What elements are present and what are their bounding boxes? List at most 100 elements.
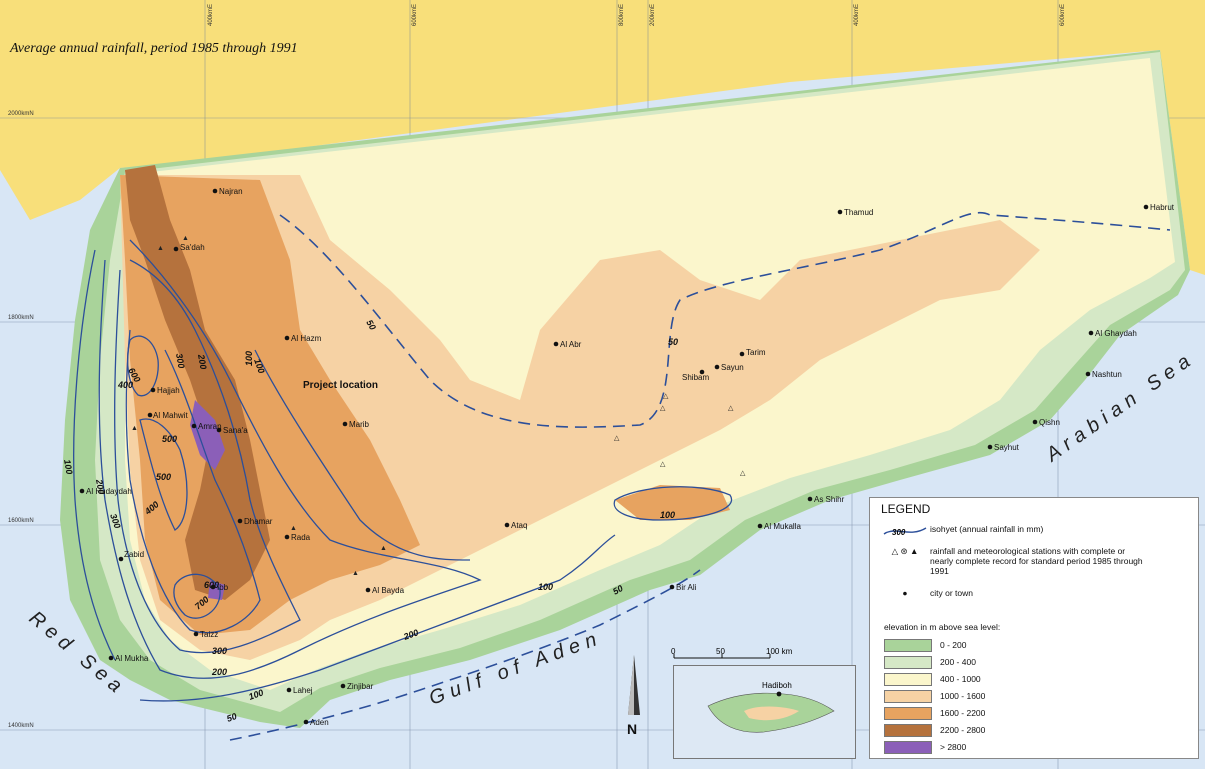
iso-label: 300	[108, 512, 123, 530]
city-label: Al Bayda	[372, 586, 405, 595]
city-label: Sayun	[721, 363, 744, 372]
iso-label: 50	[225, 711, 238, 724]
grid-label-left-3: 1400kmN	[8, 723, 34, 729]
city-label: Tarim	[746, 348, 766, 357]
city-dot	[216, 427, 222, 433]
isohyet-100-south	[139, 534, 616, 702]
city-dot	[284, 335, 290, 341]
city-dot	[191, 423, 197, 429]
iso-label: 50	[611, 583, 625, 597]
city-label: Al Abr	[560, 340, 582, 349]
grid-label-left-2: 1600kmN	[8, 518, 34, 524]
city-label: Taizz	[200, 630, 218, 639]
svg-text:▲: ▲	[352, 570, 359, 577]
project-location-label: Project location	[303, 380, 378, 391]
city-label: Marib	[349, 420, 370, 429]
svg-text:△: △	[660, 461, 666, 468]
city-dot	[757, 523, 763, 529]
city-dot	[210, 584, 216, 590]
legend-swatch-label: 400 - 1000	[940, 674, 981, 684]
city-label: Al Mukalla	[764, 522, 801, 531]
iso-label: 100	[538, 582, 553, 592]
city-label: Rada	[291, 533, 311, 542]
city-label: Habrut	[1150, 203, 1175, 212]
iso-label: 100	[252, 357, 267, 375]
city-dot	[118, 556, 124, 562]
socotra-inset: Hadiboh	[673, 665, 856, 759]
city-dot	[193, 631, 199, 637]
city-dot	[173, 246, 179, 252]
svg-text:▲: ▲	[157, 245, 164, 252]
isohyet-400	[125, 329, 261, 634]
city-label: Al Ghaydah	[1095, 329, 1137, 338]
legend-swatch-label: > 2800	[940, 742, 967, 752]
isohyet-700	[173, 573, 221, 619]
city-dot	[342, 421, 348, 427]
city-dot	[212, 188, 218, 194]
legend-swatch-label: 1600 - 2200	[940, 708, 986, 718]
city-dot	[284, 534, 290, 540]
city-label: Lahej	[293, 686, 313, 695]
city-label: Zabid	[124, 550, 144, 559]
city-dot	[365, 587, 371, 593]
scale-tick-50: 50	[716, 647, 725, 656]
legend-swatch	[884, 741, 932, 754]
city-label: Ibb	[217, 583, 229, 592]
legend-swatch	[884, 707, 932, 720]
city-dot	[1032, 419, 1038, 425]
isohyet-300	[114, 259, 301, 654]
isohyet-50-south	[229, 569, 701, 741]
grid-label-top-1: 600kmE	[412, 4, 418, 26]
legend-swatch	[884, 673, 932, 686]
scale-bar-graphic: 0 50 100 km	[671, 647, 793, 659]
isohyet-100-east	[613, 486, 733, 521]
iso-label: 500	[162, 434, 177, 444]
city-label: Nashtun	[1092, 370, 1122, 379]
legend-swatch-label: 2200 - 2800	[940, 725, 986, 735]
city-dot	[669, 584, 675, 590]
isohyet-50-north	[279, 211, 1171, 428]
elevation-above-2800	[190, 400, 225, 470]
grid-label-left-0: 2000kmN	[8, 111, 34, 117]
grid-label-top-5: 600kmE	[1060, 4, 1066, 26]
elevation-1600-2200-east	[615, 485, 730, 520]
city-label: Hajjah	[157, 386, 180, 395]
legend-swatch-label: 200 - 400	[940, 657, 976, 667]
city-label: As Shihr	[814, 495, 845, 504]
scale-tick-100: 100 km	[766, 647, 793, 656]
city-dot	[237, 518, 243, 524]
legend-elevation-title: elevation in m above sea level:	[884, 622, 1001, 632]
isohyet-600	[127, 335, 159, 397]
saudi-arabia-land	[0, 0, 1205, 275]
iso-label: 100	[244, 351, 254, 366]
iso-label: 600	[204, 580, 219, 590]
legend-swatch	[884, 639, 932, 652]
legend-city-text: city or town	[930, 588, 973, 598]
city-label: Aden	[310, 718, 329, 727]
grid-labels: 400kmE 600kmE 800kmE 200kmE 400kmE 600km…	[8, 4, 1066, 729]
svg-text:△: △	[660, 405, 666, 412]
iso-label: 200	[196, 353, 209, 371]
city-dot	[504, 522, 510, 528]
legend-city-symbol: ●	[902, 588, 908, 598]
city-dot	[807, 496, 813, 502]
city-label: Al Hudaydah	[86, 487, 132, 496]
legend-swatch	[884, 656, 932, 669]
legend-row-stations: △ ⊛ ▲rainfall and meteorological station…	[880, 546, 1150, 576]
legend-swatch-label: 0 - 200	[940, 640, 967, 650]
city-label: Qishn	[1039, 418, 1060, 427]
isohyet-lines	[73, 211, 1171, 741]
grid-label-top-3: 200kmE	[650, 4, 656, 26]
legend-swatch	[884, 724, 932, 737]
city-dot	[837, 209, 843, 215]
legend-isohyet-text: isohyet (annual rainfall in mm)	[930, 524, 1044, 534]
legend-swatch	[884, 690, 932, 703]
scale-tick-0: 0	[671, 647, 676, 656]
svg-text:△: △	[614, 435, 620, 442]
legend: LEGEND 300 isohyet (annual rainfall in m…	[869, 497, 1199, 759]
isohyet-500	[139, 418, 188, 531]
city-dot	[987, 444, 993, 450]
hadiboh-label: Hadiboh	[762, 681, 792, 690]
